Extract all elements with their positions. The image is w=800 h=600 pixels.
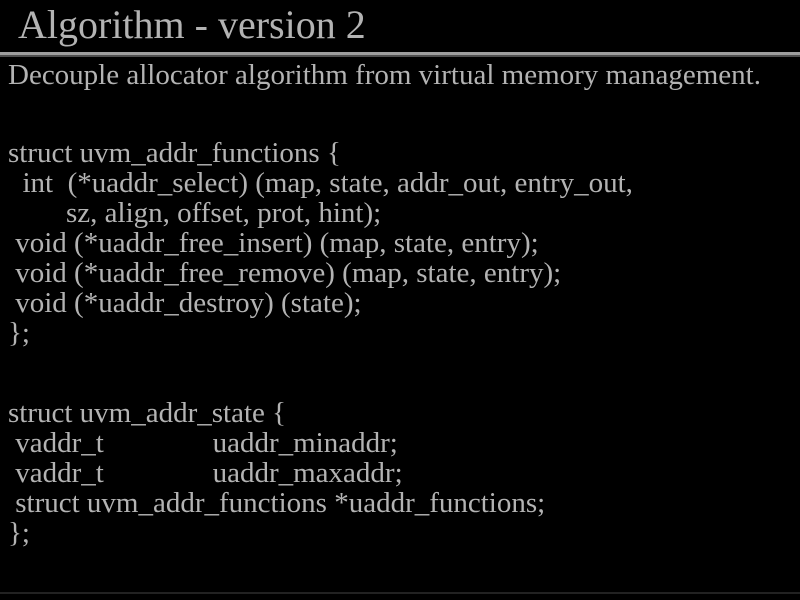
code-line: void (*uaddr_free_insert) (map, state, e… [8,227,539,259]
code-line: struct uvm_addr_functions { [8,137,341,169]
title-underline-light [0,52,800,55]
code-line: void (*uaddr_destroy) (state); [8,287,362,319]
bottom-edge-line [0,592,800,594]
slide-subtitle: Decouple allocator algorithm from virtua… [8,59,761,91]
code-line: }; [8,517,30,549]
code-line: struct uvm_addr_state { [8,397,287,429]
code-line: void (*uaddr_free_remove) (map, state, e… [8,257,562,289]
slide-title: Algorithm - version 2 [18,2,366,47]
title-underline-dark [0,55,800,57]
code-block-uvm-addr-functions: struct uvm_addr_functions { int (*uaddr_… [8,138,633,348]
code-block-uvm-addr-state: struct uvm_addr_state { vaddr_t uaddr_mi… [8,398,545,548]
title-underline [0,52,800,57]
code-line: }; [8,317,30,349]
code-line: vaddr_t uaddr_minaddr; [8,427,398,459]
code-line: int (*uaddr_select) (map, state, addr_ou… [8,167,633,199]
code-line: sz, align, offset, prot, hint); [8,197,382,229]
code-line: struct uvm_addr_functions *uaddr_functio… [8,487,546,519]
code-line: vaddr_t uaddr_maxaddr; [8,457,403,489]
